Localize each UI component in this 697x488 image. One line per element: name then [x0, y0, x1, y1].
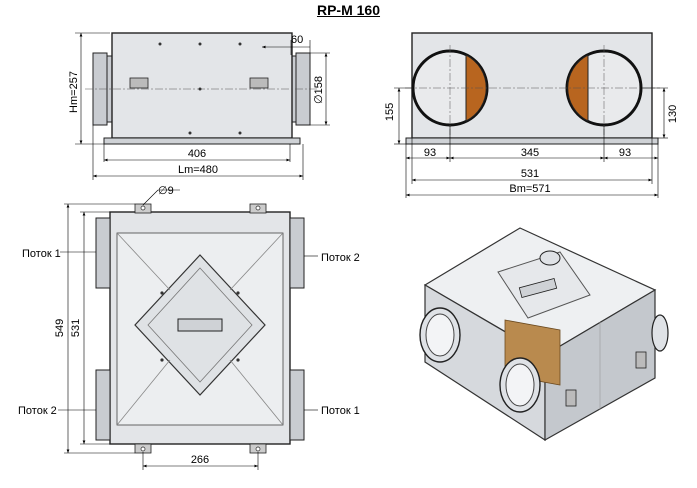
isometric-view — [419, 227, 669, 442]
side-right-height-dim: 130 — [667, 105, 679, 123]
top-duct-bottom-left — [95, 369, 111, 441]
top-inner-dim: 531 — [70, 319, 82, 337]
side-left-height-dim: 155 — [384, 103, 396, 121]
flow-label-bottom-right: Поток 1 — [321, 405, 360, 417]
iso-duct-back — [539, 250, 561, 266]
top-bottom-dim: 266 — [191, 454, 209, 466]
side-center-dim: 345 — [521, 147, 539, 159]
front-diameter-dim: ∅158 — [313, 76, 325, 104]
side-view: 155 130 93 345 93 531 Bm=571 — [384, 32, 679, 198]
diagram-title: RP-M 160 — [316, 2, 381, 18]
top-view: Поток 1 Поток 2 Поток 2 Поток 1 ∅9 549 5… — [18, 185, 360, 470]
flow-label-top-right: Поток 2 — [321, 252, 360, 264]
top-outer-dim: 549 — [54, 319, 66, 337]
front-view: Hm=257 60 ∅158 406 Lm=480 — [68, 32, 330, 180]
front-height-dim: Hm=257 — [68, 71, 80, 113]
top-duct-top-left — [95, 217, 111, 289]
front-flange-dim: 60 — [291, 34, 303, 46]
iso-duct-right — [651, 314, 669, 352]
side-right-offset-dim: 93 — [619, 147, 631, 159]
front-inner-width-dim: 406 — [188, 148, 206, 160]
top-duct-top-right — [289, 217, 305, 289]
top-duct-bottom-right — [289, 369, 305, 441]
side-inner-dim: 531 — [521, 168, 539, 180]
side-left-offset-dim: 93 — [424, 147, 436, 159]
top-hole-dim: ∅9 — [158, 185, 174, 197]
flow-label-bottom-left: Поток 2 — [18, 405, 57, 417]
front-total-width-dim: Lm=480 — [178, 164, 218, 176]
side-total-dim: Bm=571 — [509, 183, 550, 195]
flow-label-top-left: Поток 1 — [22, 248, 61, 260]
